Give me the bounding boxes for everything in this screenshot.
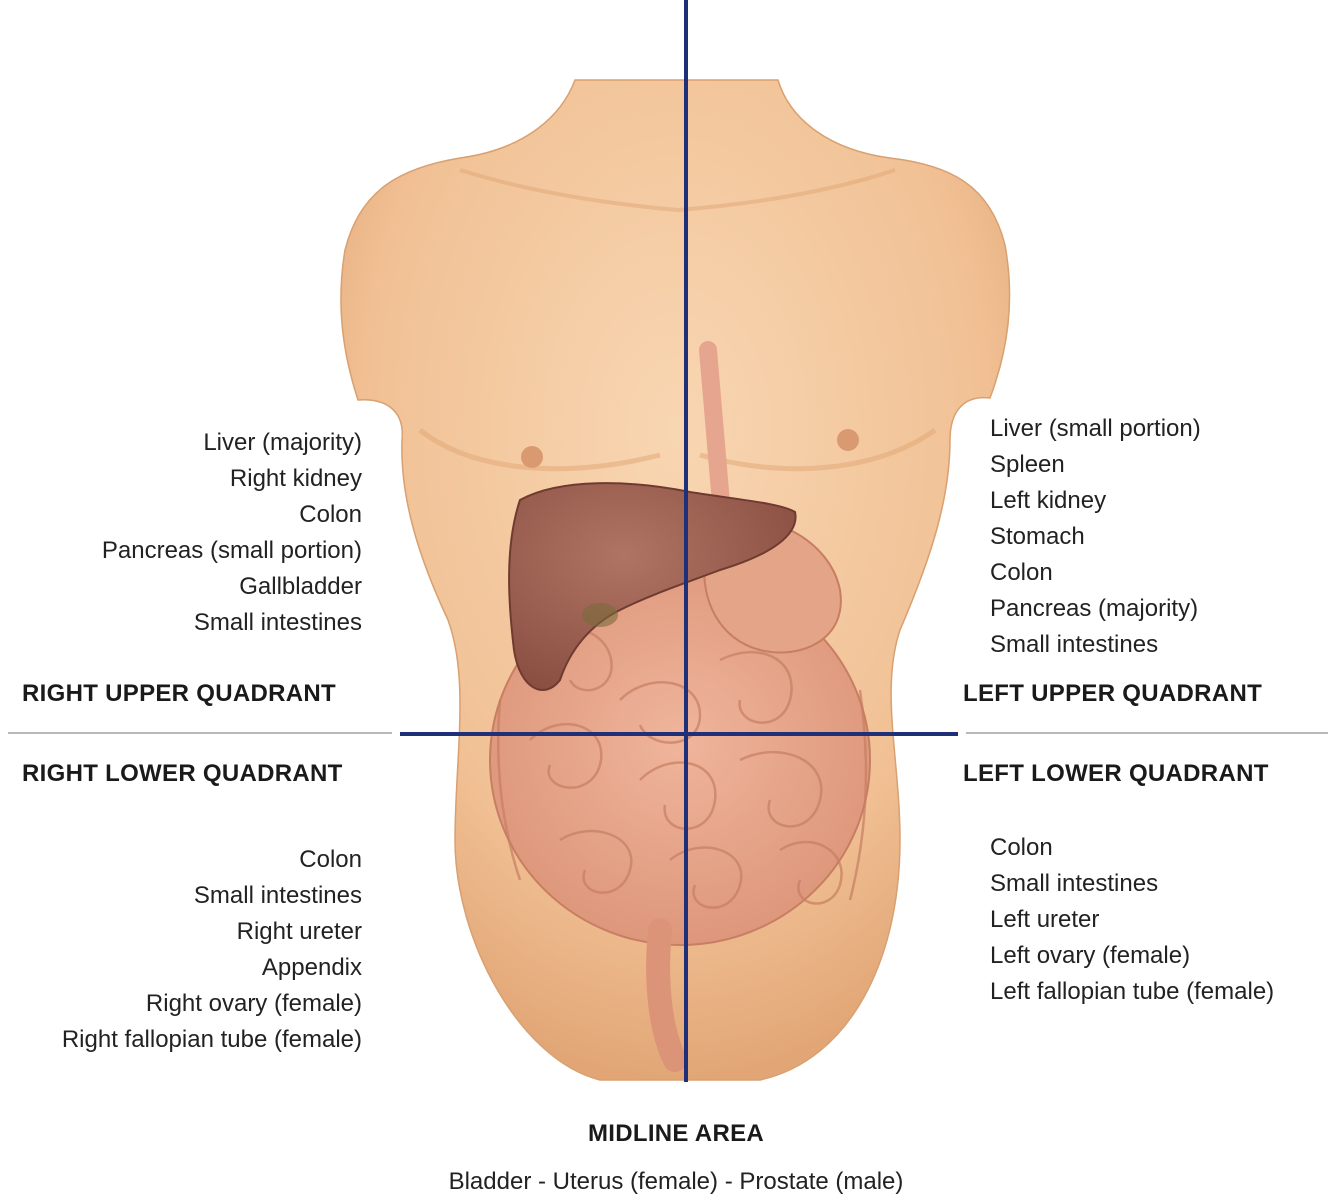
organ-label: Left ureter bbox=[990, 906, 1100, 933]
organ-label: Small intestines bbox=[193, 609, 362, 636]
left-lower-organ-list: Colon Small intestines Left ureter Left … bbox=[990, 830, 1274, 1010]
organ-label: Colon bbox=[299, 846, 362, 873]
left-upper-organ-list: Liver (small portion) Spleen Left kidney… bbox=[990, 411, 1201, 663]
organ-label: Liver (majority) bbox=[203, 429, 362, 456]
left-lower-quadrant-title: LEFT LOWER QUADRANT bbox=[963, 760, 1269, 787]
liver bbox=[508, 482, 797, 691]
rectum bbox=[646, 918, 687, 1072]
organ-label: Right kidney bbox=[229, 465, 362, 492]
organ-label: Small intestines bbox=[990, 631, 1159, 658]
separator-left bbox=[966, 732, 1328, 734]
organ-label: Right ovary (female) bbox=[145, 990, 362, 1017]
organ-label: Pancreas (majority) bbox=[990, 595, 1199, 622]
organ-label: Colon bbox=[990, 834, 1053, 861]
collarbone-shading bbox=[459, 168, 896, 213]
organ-label: Stomach bbox=[990, 523, 1085, 550]
organ-label: Appendix bbox=[261, 954, 362, 981]
organ-label: Right fallopian tube (female) bbox=[61, 1026, 362, 1053]
pectoral-shading-right bbox=[418, 428, 661, 472]
organ-label: Small intestines bbox=[193, 882, 362, 909]
organ-label: Liver (small portion) bbox=[990, 415, 1201, 442]
pectoral-shading-left bbox=[699, 427, 937, 472]
organ-label: Small intestines bbox=[990, 870, 1159, 897]
organ-label: Colon bbox=[299, 501, 362, 528]
intestine-coils bbox=[496, 628, 868, 909]
organ-label: Pancreas (small portion) bbox=[101, 537, 362, 564]
right-upper-organ-list: Liver (majority) Right kidney Colon Panc… bbox=[102, 425, 362, 641]
right-lower-quadrant-title: RIGHT LOWER QUADRANT bbox=[22, 760, 343, 787]
separator-right bbox=[8, 732, 392, 734]
right-upper-quadrant-title: RIGHT UPPER QUADRANT bbox=[22, 680, 337, 707]
organ-label: Gallbladder bbox=[239, 573, 362, 600]
organ-label: Left fallopian tube (female) bbox=[990, 978, 1275, 1005]
right-lower-organ-list: Colon Small intestines Right ureter Appe… bbox=[62, 842, 362, 1058]
nipple-left bbox=[837, 429, 859, 451]
organ-label: Left kidney bbox=[990, 487, 1107, 514]
gallbladder bbox=[582, 603, 618, 627]
midline-organ-list: Bladder - Uterus (female) - Prostate (ma… bbox=[448, 1168, 904, 1195]
midline-area-title: MIDLINE AREA bbox=[587, 1120, 765, 1147]
left-upper-quadrant-title: LEFT UPPER QUADRANT bbox=[963, 680, 1263, 707]
organ-label: Colon bbox=[990, 559, 1053, 586]
organ-label: Spleen bbox=[990, 451, 1065, 478]
organ-label: Left ovary (female) bbox=[990, 942, 1191, 969]
organ-label: Right ureter bbox=[236, 918, 362, 945]
nipple-right bbox=[521, 446, 543, 468]
esophagus bbox=[699, 341, 731, 524]
